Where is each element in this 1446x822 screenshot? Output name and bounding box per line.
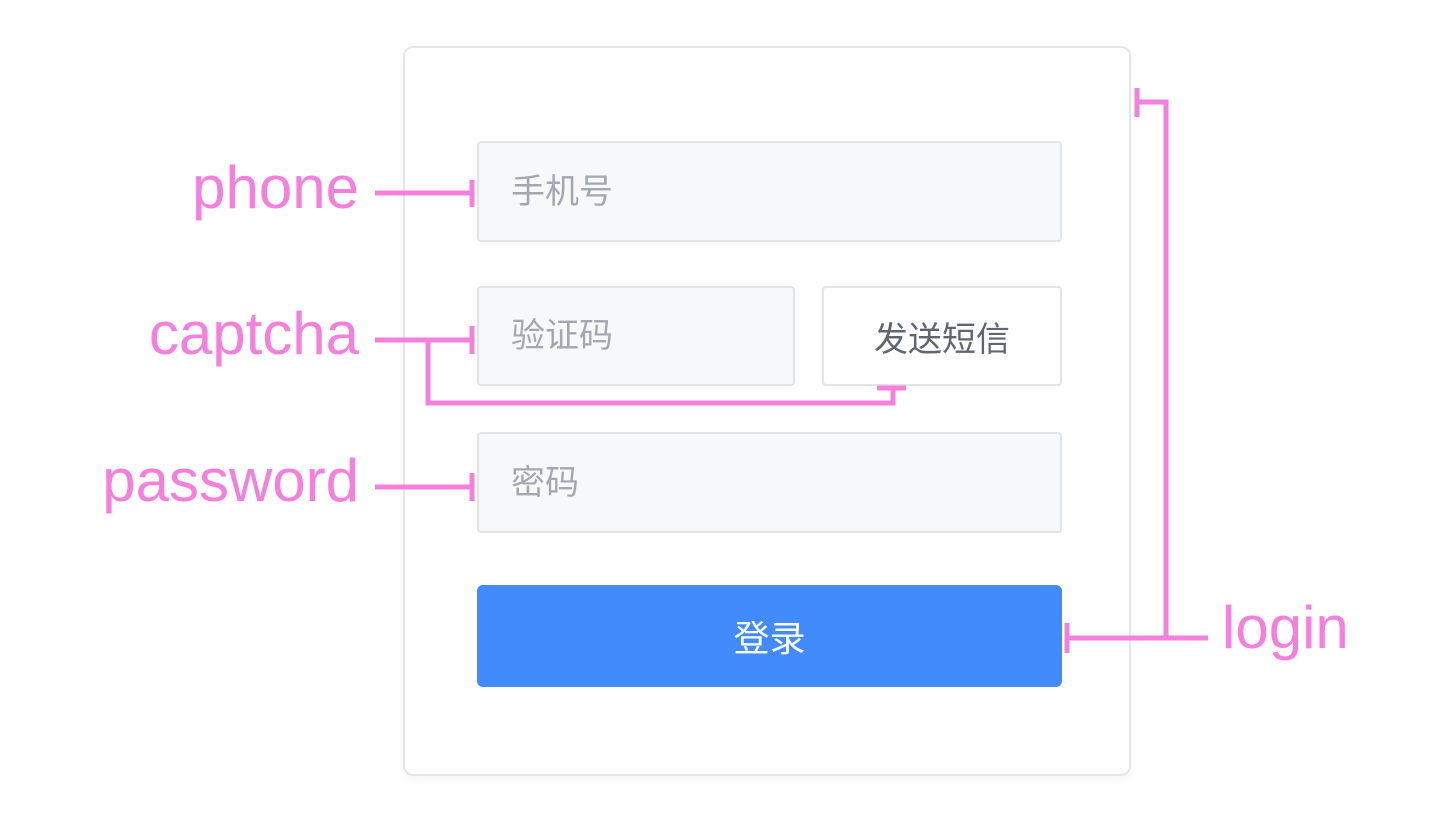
captcha-input[interactable] bbox=[477, 286, 795, 386]
annotation-captcha: captcha bbox=[148, 300, 359, 367]
phone-input[interactable] bbox=[477, 141, 1062, 242]
password-input[interactable] bbox=[477, 432, 1062, 533]
annotation-login: login bbox=[1222, 594, 1349, 661]
login-bracket bbox=[1137, 99, 1169, 638]
annotation-password: password bbox=[102, 447, 359, 514]
annotation-phone: phone bbox=[192, 154, 359, 221]
login-button[interactable]: 登录 bbox=[477, 585, 1062, 687]
send-sms-button[interactable]: 发送短信 bbox=[822, 286, 1062, 386]
